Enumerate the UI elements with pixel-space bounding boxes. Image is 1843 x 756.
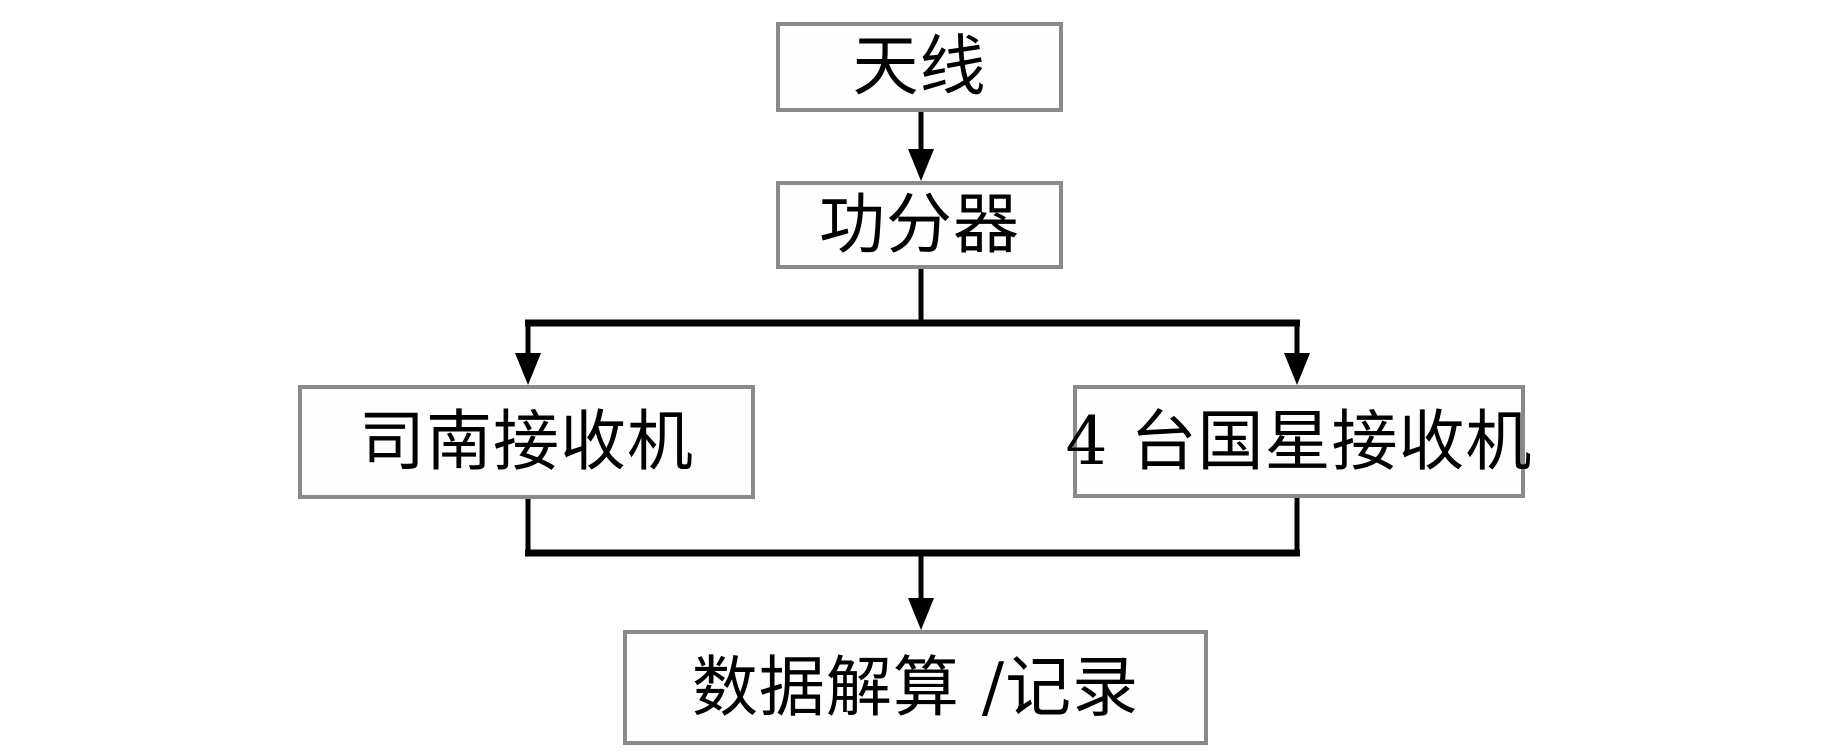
- node-power-divider-label: 功分器: [819, 186, 1020, 263]
- node-antenna-label: 天线: [852, 28, 987, 105]
- node-sinan-receiver: 司南接收机: [298, 385, 755, 499]
- edge-bus-to-data-processing: [908, 550, 934, 630]
- edge-bus-to-sinan: [515, 320, 541, 385]
- edge-bus-to-guoxing: [1284, 320, 1310, 385]
- node-data-processing: 数据解算 /记录: [623, 630, 1208, 745]
- node-guoxing-receivers-label: 4 台国星接收机: [1065, 402, 1533, 480]
- node-power-divider: 功分器: [776, 181, 1063, 269]
- node-guoxing-receivers: 4 台国星接收机: [1066, 385, 1532, 498]
- node-sinan-receiver-label: 司南接收机: [359, 403, 694, 480]
- node-antenna: 天线: [776, 22, 1063, 112]
- edge-power-divider-split-bus: [525, 269, 1300, 327]
- node-data-processing-label: 数据解算 /记录: [691, 648, 1140, 726]
- edge-antenna-to-power-divider: [908, 112, 934, 181]
- edge-receivers-converge-bus: [525, 498, 1300, 557]
